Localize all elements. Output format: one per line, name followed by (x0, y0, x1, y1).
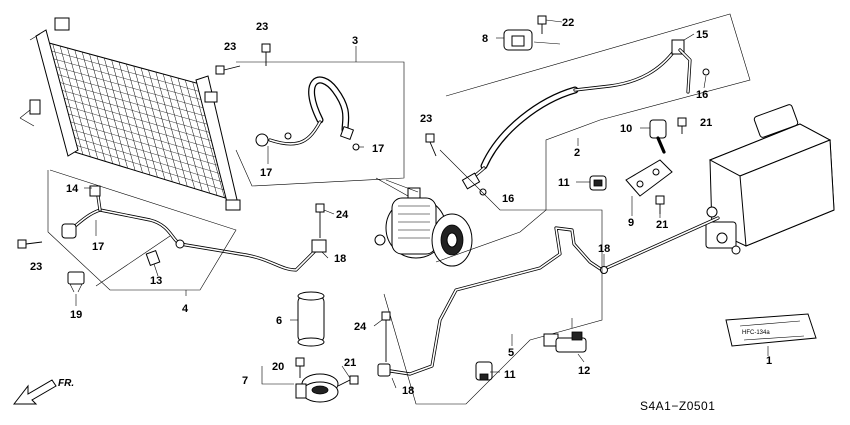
callout-24-lower: 24 (354, 321, 367, 333)
callout-17-right: 17 (372, 143, 384, 155)
bolt-23-right (425, 133, 437, 157)
callout-22: 22 (562, 17, 574, 29)
box-2-outline (439, 13, 751, 211)
callout-23-top: 23 (256, 21, 268, 33)
callout-20: 20 (272, 361, 284, 373)
callout-11-top: 11 (558, 177, 570, 189)
callout-16-top: 16 (696, 89, 708, 101)
callout-17-lower: 17 (92, 241, 104, 253)
callout-1: 1 (766, 355, 772, 367)
front-direction-label: FR. (58, 378, 74, 389)
callout-14: 14 (66, 183, 79, 195)
bolt-23-left (17, 239, 43, 249)
liquid-line-4 (61, 185, 327, 272)
compressor-leader (375, 177, 419, 197)
bracket-19 (67, 271, 85, 293)
callout-24-upper: 24 (336, 209, 349, 221)
callout-16-mid: 16 (502, 193, 514, 205)
callout-10: 10 (620, 123, 632, 135)
callout-2: 2 (574, 147, 580, 159)
bolt-21-top (677, 117, 687, 134)
callout-13: 13 (150, 275, 162, 287)
mounting-bracket-9 (625, 159, 673, 197)
callout-23-left: 23 (30, 261, 42, 273)
pressure-sensor (649, 119, 667, 154)
leader-lines (75, 19, 769, 389)
callout-11-lower: 11 (504, 369, 516, 381)
callout-18-right: 18 (598, 243, 610, 255)
hose-clamp-bracket (503, 29, 561, 51)
callout-9: 9 (628, 217, 634, 229)
callout-6: 6 (276, 315, 282, 327)
refrigerant-label-plate: HFC-134a (725, 313, 817, 347)
bolt-21-mid (655, 195, 665, 214)
bracket-12 (543, 318, 587, 353)
front-direction-arrow-icon: FR. (12, 378, 74, 405)
bolt-22 (537, 15, 547, 34)
callout-18-left: 18 (334, 253, 346, 265)
box-4-outline (47, 169, 237, 291)
callout-23-extra: 23 (224, 41, 236, 53)
callout-numbers: 1 2 3 4 5 6 7 8 9 10 11 11 12 13 14 15 1… (30, 17, 772, 397)
callout-12: 12 (578, 365, 590, 377)
callout-23-right: 23 (420, 113, 432, 125)
switch-11-top (589, 175, 607, 191)
discharge-hose (255, 76, 360, 151)
callout-19: 19 (70, 309, 82, 321)
callout-15: 15 (696, 29, 708, 41)
condenser (19, 17, 241, 211)
box-5-outline (383, 209, 603, 405)
clutch-assembly-7 (295, 373, 339, 403)
label-plate-text: HFC-134a (742, 330, 770, 336)
callout-18-lower: 18 (402, 385, 414, 397)
callout-21-lower: 21 (344, 357, 356, 369)
bolt-20 (295, 357, 305, 378)
receiver-drier (297, 291, 325, 347)
bolt-23-mid (261, 43, 271, 66)
bolt-21-lower (337, 375, 359, 387)
callout-17-left: 17 (260, 167, 272, 179)
callout-5: 5 (508, 347, 514, 359)
compressor (374, 187, 473, 267)
callout-8: 8 (482, 33, 488, 45)
callout-21-mid: 21 (656, 219, 668, 231)
callout-21-top: 21 (700, 117, 712, 129)
switch-11-lower (475, 361, 493, 381)
callout-7: 7 (242, 375, 248, 387)
bolt-24-upper (315, 203, 325, 238)
box-3-outline (235, 61, 405, 187)
pipe-5 (377, 216, 720, 377)
bolt-24-lower (381, 311, 391, 362)
evaporator-unit (705, 104, 835, 255)
callout-4: 4 (182, 303, 189, 315)
callout-3: 3 (352, 35, 358, 47)
bolt-23-top (215, 65, 241, 75)
diagram-code: S4A1−Z0501 (640, 399, 715, 413)
